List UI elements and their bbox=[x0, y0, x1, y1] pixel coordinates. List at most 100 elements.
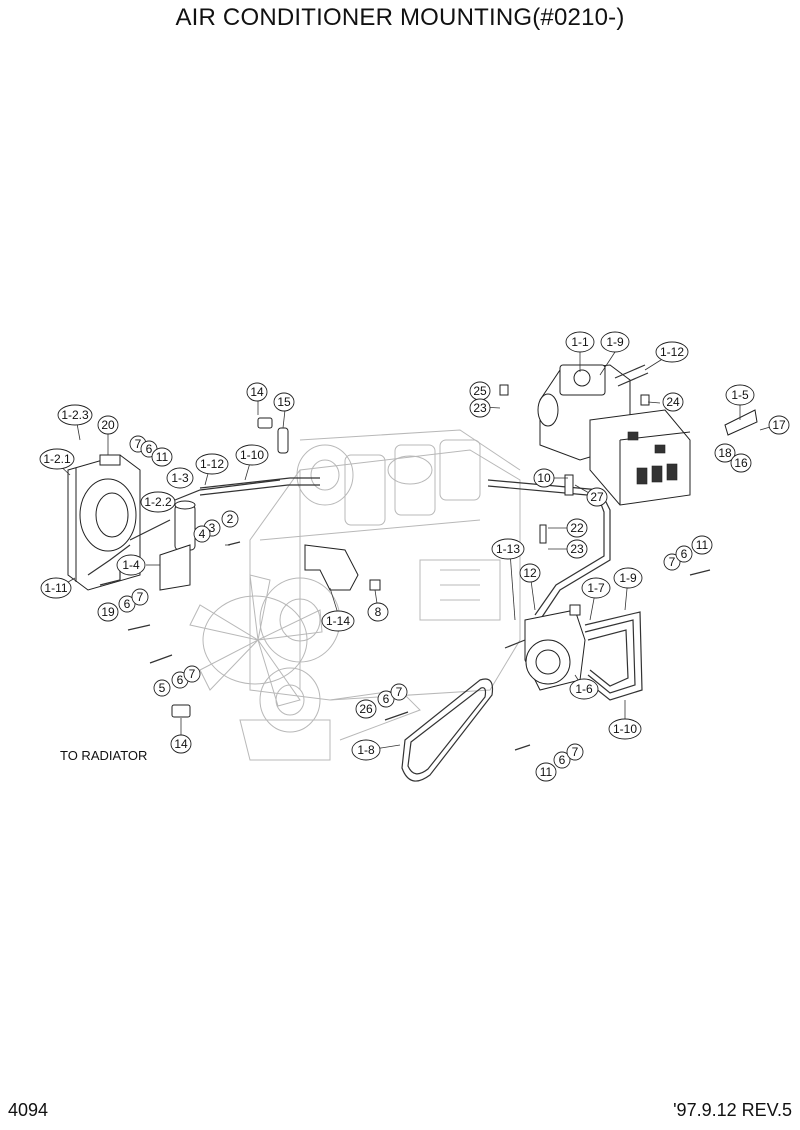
callout-11-c: 11 bbox=[535, 762, 557, 782]
svg-text:24: 24 bbox=[666, 395, 680, 409]
callout-7-d: 7 bbox=[183, 665, 201, 683]
callout-16: 16 bbox=[730, 453, 752, 473]
svg-text:6: 6 bbox=[559, 753, 566, 767]
callout-22: 22 bbox=[566, 518, 588, 538]
callout-23-b: 23 bbox=[566, 539, 588, 559]
callout-1-14: 1-14 bbox=[321, 610, 355, 632]
callout-19: 19 bbox=[97, 602, 119, 622]
svg-text:1-7: 1-7 bbox=[587, 581, 605, 595]
svg-text:18: 18 bbox=[718, 446, 732, 460]
svg-text:1-2.3: 1-2.3 bbox=[61, 408, 89, 422]
svg-text:2: 2 bbox=[227, 512, 234, 526]
svg-text:1-9: 1-9 bbox=[606, 335, 624, 349]
evaporator-unit bbox=[537, 364, 758, 506]
callout-14-bottom: 14 bbox=[170, 734, 192, 754]
svg-text:11: 11 bbox=[540, 765, 553, 779]
svg-text:1-10: 1-10 bbox=[613, 722, 637, 736]
callouts: 1-1 1-9 1-12 25 23 24 1-5 17 18 16 1-2.3… bbox=[39, 331, 790, 782]
svg-text:1-5: 1-5 bbox=[731, 388, 749, 402]
callout-25: 25 bbox=[469, 381, 491, 401]
callout-6-e: 6 bbox=[377, 690, 395, 708]
svg-text:8: 8 bbox=[375, 605, 382, 619]
callout-2: 2 bbox=[221, 510, 239, 528]
callout-12: 12 bbox=[519, 563, 541, 583]
svg-text:27: 27 bbox=[590, 490, 604, 504]
page-number: 4094 bbox=[8, 1100, 49, 1120]
svg-text:1-3: 1-3 bbox=[171, 471, 189, 485]
svg-text:1-1: 1-1 bbox=[571, 335, 589, 349]
svg-text:1-10: 1-10 bbox=[240, 448, 264, 462]
svg-text:7: 7 bbox=[396, 685, 403, 699]
to-radiator-note: TO RADIATOR bbox=[60, 748, 147, 763]
callout-4: 4 bbox=[193, 525, 211, 543]
callout-20: 20 bbox=[97, 415, 119, 435]
callout-10: 10 bbox=[533, 468, 555, 488]
svg-text:10: 10 bbox=[537, 471, 551, 485]
callout-27: 27 bbox=[586, 487, 608, 507]
callout-7-e: 7 bbox=[390, 683, 408, 701]
callout-23: 23 bbox=[469, 398, 491, 418]
callout-26: 26 bbox=[355, 699, 377, 719]
svg-text:7: 7 bbox=[572, 745, 579, 759]
svg-text:11: 11 bbox=[696, 538, 709, 552]
svg-text:1-2.1: 1-2.1 bbox=[43, 452, 71, 466]
revision-date: '97.9.12 REV.5 bbox=[673, 1100, 792, 1120]
callout-1-5: 1-5 bbox=[725, 384, 755, 406]
callout-1-2-1: 1-2.1 bbox=[39, 448, 75, 470]
svg-text:1-12: 1-12 bbox=[200, 457, 224, 471]
callout-1-9-b: 1-9 bbox=[613, 567, 643, 589]
svg-text:1-6: 1-6 bbox=[575, 682, 593, 696]
svg-text:7: 7 bbox=[189, 667, 196, 681]
svg-text:14: 14 bbox=[250, 385, 264, 399]
callout-1-8: 1-8 bbox=[351, 739, 381, 761]
engine-block-outline bbox=[189, 429, 521, 761]
condenser-assembly bbox=[67, 454, 171, 591]
callout-8: 8 bbox=[367, 602, 389, 622]
callout-7-f: 7 bbox=[566, 743, 584, 761]
svg-text:23: 23 bbox=[473, 401, 487, 415]
callout-5: 5 bbox=[153, 679, 171, 697]
callout-11-a: 11 bbox=[151, 447, 173, 467]
svg-text:16: 16 bbox=[734, 456, 748, 470]
svg-text:1-12: 1-12 bbox=[660, 345, 684, 359]
callout-11-b: 11 bbox=[691, 535, 713, 555]
svg-text:1-11: 1-11 bbox=[44, 581, 67, 595]
callout-1-10-top: 1-10 bbox=[235, 444, 269, 466]
callout-1-11: 1-11 bbox=[40, 577, 72, 599]
svg-text:25: 25 bbox=[473, 384, 487, 398]
svg-text:1-2.2: 1-2.2 bbox=[144, 495, 172, 509]
svg-text:7: 7 bbox=[135, 437, 142, 451]
svg-text:3: 3 bbox=[209, 521, 216, 535]
callout-1-1: 1-1 bbox=[565, 331, 595, 353]
svg-text:17: 17 bbox=[772, 418, 786, 432]
svg-text:6: 6 bbox=[177, 673, 184, 687]
callout-1-12-b: 1-12 bbox=[195, 453, 229, 475]
svg-text:6: 6 bbox=[124, 597, 131, 611]
callout-6-b: 6 bbox=[675, 545, 693, 563]
svg-text:26: 26 bbox=[359, 702, 373, 716]
svg-text:23: 23 bbox=[570, 542, 584, 556]
compressor bbox=[504, 609, 586, 691]
svg-text:6: 6 bbox=[146, 442, 153, 456]
callout-1-9: 1-9 bbox=[600, 331, 630, 353]
callout-1-4: 1-4 bbox=[116, 554, 146, 576]
svg-text:1-4: 1-4 bbox=[122, 558, 140, 572]
compressor-hoses bbox=[584, 611, 643, 701]
svg-text:19: 19 bbox=[101, 605, 115, 619]
callout-15: 15 bbox=[273, 392, 295, 412]
callout-1-2-2: 1-2.2 bbox=[140, 491, 176, 513]
svg-text:22: 22 bbox=[570, 521, 584, 535]
svg-text:14: 14 bbox=[174, 737, 188, 751]
callout-6-f: 6 bbox=[553, 751, 571, 769]
svg-text:1-13: 1-13 bbox=[496, 542, 520, 556]
small-hardware bbox=[127, 384, 711, 751]
svg-text:6: 6 bbox=[681, 547, 688, 561]
callout-6-c: 6 bbox=[118, 595, 136, 613]
svg-text:20: 20 bbox=[101, 418, 115, 432]
callout-1-7: 1-7 bbox=[581, 577, 611, 599]
callout-1-13: 1-13 bbox=[491, 538, 525, 560]
callout-7-c: 7 bbox=[131, 588, 149, 606]
svg-text:1-9: 1-9 bbox=[619, 571, 637, 585]
svg-text:1-8: 1-8 bbox=[357, 743, 375, 757]
